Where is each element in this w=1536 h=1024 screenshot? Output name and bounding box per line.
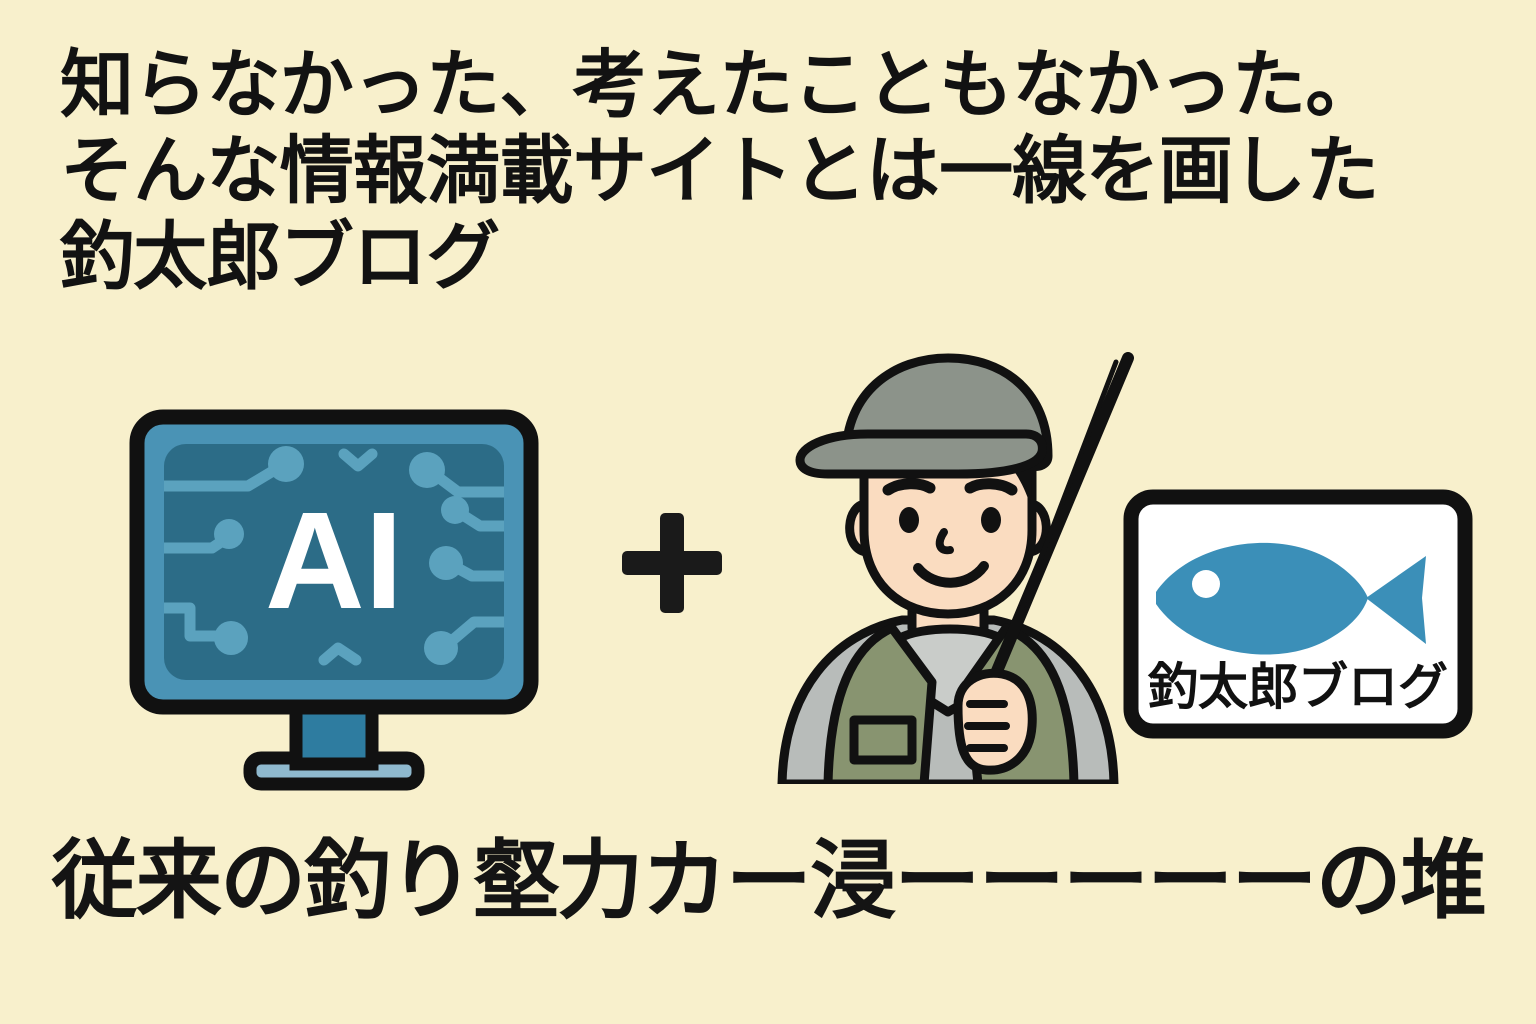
circuit-nodes (214, 446, 469, 665)
logo-fish-tail (1366, 556, 1426, 644)
ai-monitor-icon: AI (128, 408, 540, 796)
angler-eyebrow-right (964, 478, 1018, 496)
angler-nose (935, 528, 954, 555)
logo-wordmark: 釣太郎ブログ (1147, 659, 1448, 715)
caption-block: 従来の釣り壑力カー浸ーーーーーの堆 (0, 838, 1536, 924)
headline-block: 知らなかった、考えたこともなかった。 そんな情報満載サイトとは一線を画した 釣太… (60, 42, 1480, 299)
blog-logo-card: 釣太郎ブログ (1122, 488, 1474, 740)
headline-line-2: そんな情報満載サイトとは一線を画した (60, 128, 1379, 212)
angler-eye-right (981, 507, 1001, 533)
plus-glyph (622, 513, 722, 613)
angler-eye-left (899, 507, 919, 533)
monitor-screen (164, 444, 504, 680)
fishing-line (1019, 359, 1119, 611)
headline-line-3: 釣太郎ブログ (60, 214, 500, 298)
plus-icon (616, 507, 728, 619)
monitor-ai-label: AI (265, 484, 403, 638)
fishing-rod (978, 352, 1134, 708)
angler-cap-brim (795, 429, 1047, 479)
angler-illustration (772, 352, 1142, 784)
angler-mouth (913, 561, 989, 588)
angler-eyebrow-left (882, 478, 936, 496)
headline-line-1: 知らなかった、考えたこともなかった。 (60, 43, 1379, 126)
angler-vest-pocket (849, 715, 917, 765)
angler-hand (953, 668, 1037, 775)
caption-text: 従来の釣り壑力カー浸ーーーーーの堆 (51, 833, 1486, 929)
logo-fish-eye (1192, 570, 1220, 598)
graphics-band: AI (0, 352, 1536, 812)
